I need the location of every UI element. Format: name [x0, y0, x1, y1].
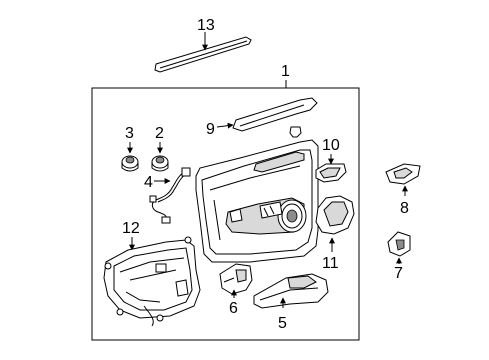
callout-3: 3: [125, 125, 134, 142]
part-3-fastener: 3: [121, 125, 139, 172]
part-2-fastener: 2: [151, 125, 169, 172]
door-trim-panel: [195, 139, 319, 263]
callout-6: 6: [229, 300, 238, 317]
callout-8: 8: [400, 200, 409, 217]
part-9-pull-handle-trim: 9: [206, 97, 318, 138]
part-10-handle-bezel: 10: [315, 137, 347, 183]
callout-1: 1: [281, 63, 290, 80]
callout-12: 12: [122, 220, 140, 237]
part-6-bracket: 6: [219, 263, 253, 317]
part-4-wire-harness: 4: [144, 167, 191, 224]
part-11-speaker-cover: 11: [315, 195, 355, 272]
callout-4: 4: [144, 174, 153, 191]
part-12-inner-panel: 12: [103, 220, 201, 327]
callout-2: 2: [155, 125, 164, 142]
part-7-cover: 7: [387, 231, 411, 282]
callout-13: 13: [197, 17, 215, 34]
callout-11: 11: [322, 255, 339, 272]
part-13-belt-molding: 13: [154, 17, 252, 73]
callout-5: 5: [278, 315, 287, 332]
part-5-armrest: 5: [253, 273, 329, 332]
assembly-frame: [91, 87, 360, 341]
part-1-callout: 1: [281, 63, 290, 88]
callout-9: 9: [206, 121, 215, 138]
callout-10: 10: [322, 137, 340, 154]
part-8-switch-bezel: 8: [385, 163, 421, 217]
part-clip-small: [289, 126, 302, 138]
callout-7: 7: [394, 265, 403, 282]
